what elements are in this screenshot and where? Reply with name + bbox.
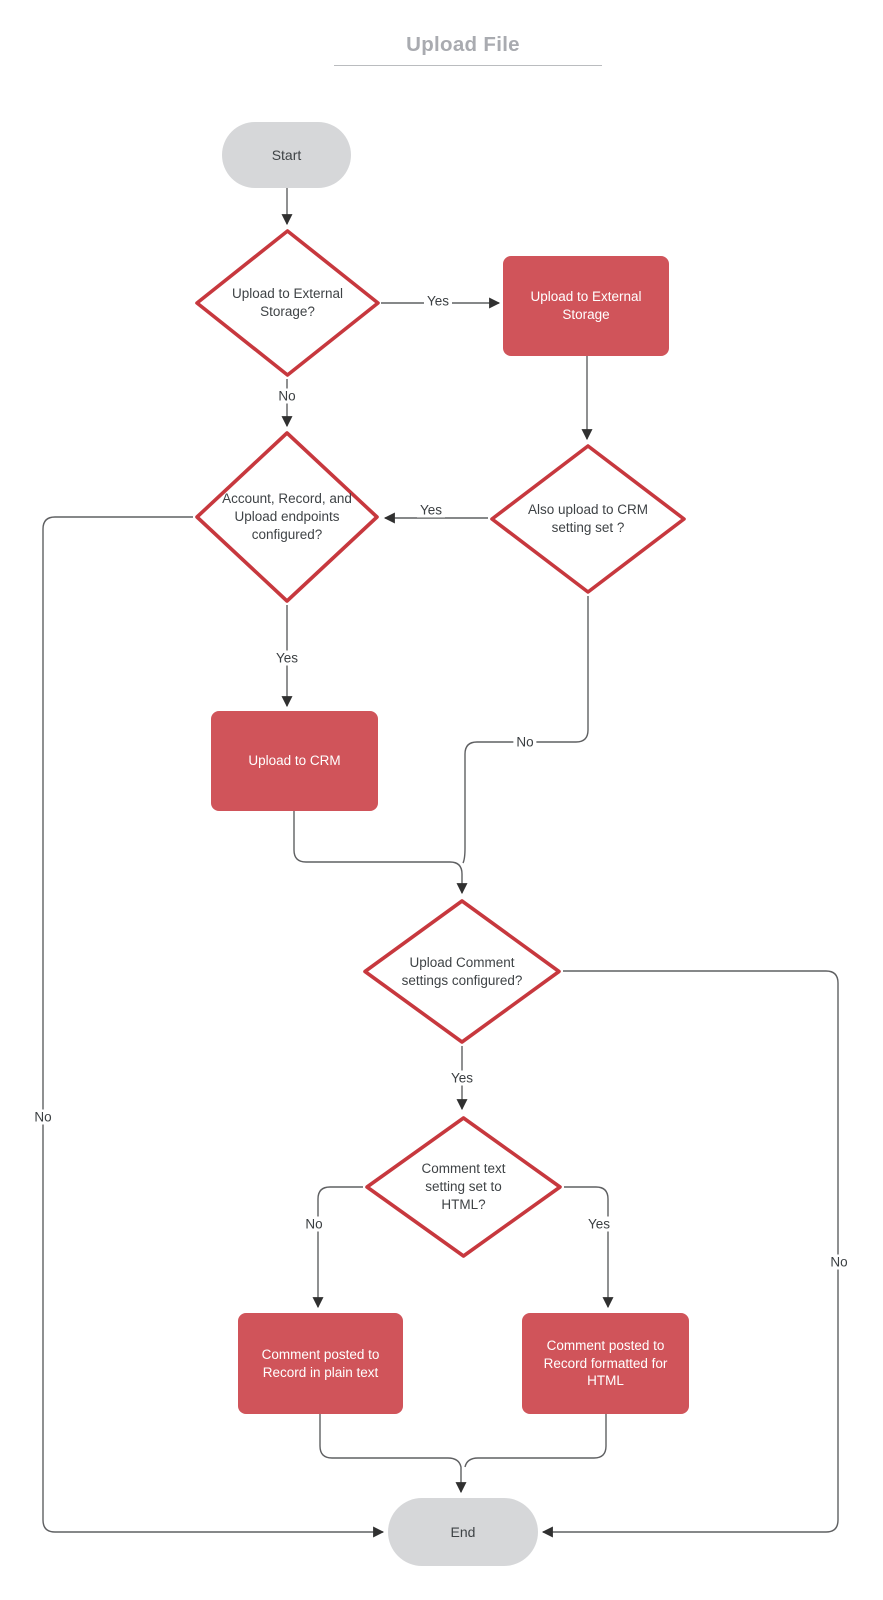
edge-label-also-crm-no: No: [513, 734, 537, 750]
diamond-shape: [365, 1116, 562, 1258]
edge-label-endpoints-no: No: [31, 1109, 55, 1125]
decision-also-upload-crm: Also upload to CRM setting set ?: [489, 443, 687, 595]
decision-comment-html: Comment text setting set to HTML?: [364, 1115, 563, 1259]
connector-plaintext-to-end: [319, 1414, 467, 1494]
diamond-shape: [195, 229, 380, 377]
edge-label-comment-html-no: No: [302, 1216, 326, 1232]
edge-label-also-crm-yes: Yes: [416, 502, 446, 518]
start-node-label: Start: [271, 146, 302, 163]
decision-upload-external-storage-label: Upload to External Storage?: [231, 286, 344, 319]
title-underline: [334, 65, 602, 66]
decision-endpoints-configured-label: Account, Record, and Upload endpoints co…: [222, 491, 352, 542]
process-upload-crm: Upload to CRM: [211, 711, 378, 811]
edge-label-endpoints-yes: Yes: [272, 650, 302, 666]
edge-label-comment-settings-no: No: [827, 1254, 851, 1270]
process-upload-external-storage-label: Upload to External Storage: [530, 289, 642, 322]
connector-alsocrm-no: [462, 596, 589, 864]
decision-upload-external-storage: Upload to External Storage?: [194, 228, 381, 378]
decision-endpoints-configured: Account, Record, and Upload endpoints co…: [194, 430, 380, 604]
connector-commenthtml-yes: [564, 1186, 614, 1309]
process-comment-html-label: Comment posted to Record formatted for H…: [543, 1337, 668, 1389]
process-comment-html: Comment posted to Record formatted for H…: [522, 1313, 689, 1414]
connector-commentsettings-no: [541, 970, 839, 1538]
edge-label-comment-html-yes: Yes: [584, 1216, 614, 1232]
connector-htmlbox-to-end: [464, 1414, 607, 1468]
end-node-label: End: [450, 1523, 476, 1540]
diamond-shape: [363, 899, 561, 1044]
edge-label-external-no: No: [275, 388, 299, 404]
process-comment-plain-text: Comment posted to Record in plain text: [238, 1313, 403, 1414]
decision-also-upload-crm-label: Also upload to CRM setting set ?: [527, 502, 649, 535]
process-upload-external-storage: Upload to External Storage: [503, 256, 669, 356]
start-node: Start: [222, 122, 351, 188]
process-upload-crm-label: Upload to CRM: [248, 753, 341, 769]
decision-comment-settings-label: Upload Comment settings configured?: [401, 954, 523, 988]
connector-commenthtml-no: [312, 1186, 363, 1309]
decision-comment-settings: Upload Comment settings configured?: [362, 898, 562, 1045]
connector-uploadcrm-to-commentsettings: [293, 811, 468, 895]
diamond-shape: [195, 431, 379, 603]
decision-comment-html-label: Comment text setting set to HTML?: [421, 1161, 506, 1212]
edge-label-external-yes: Yes: [423, 293, 453, 309]
connector-endpoints-no: [42, 516, 385, 1538]
end-node: End: [388, 1498, 538, 1566]
page-title: Upload File: [406, 33, 520, 56]
edge-label-comment-settings-yes: Yes: [447, 1070, 477, 1086]
diamond-shape: [490, 444, 686, 594]
process-comment-plain-text-label: Comment posted to Record in plain text: [261, 1346, 380, 1380]
